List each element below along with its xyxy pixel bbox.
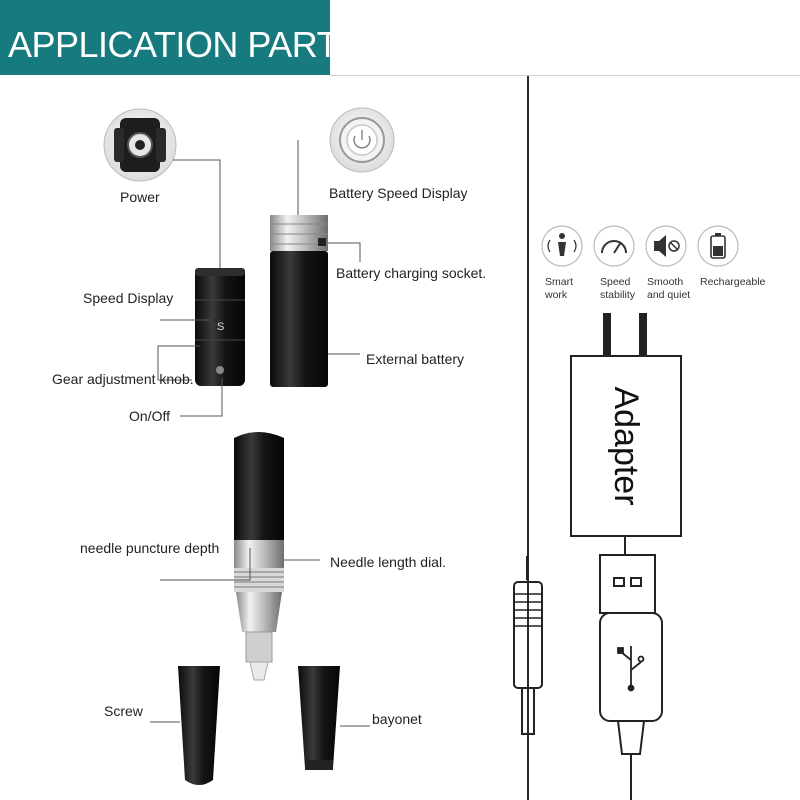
label-screw: Screw [104, 703, 143, 719]
external-battery [270, 215, 328, 387]
adapter-drawing [570, 313, 682, 556]
feature-label-smart-work: Smart work [545, 276, 574, 301]
label-battery-charging-socket: Battery charging socket. [336, 265, 487, 281]
adapter-label: Adapter [607, 386, 645, 506]
label-power: Power [120, 189, 160, 205]
battery-display-closeup [329, 107, 395, 173]
label-on-off: On/Off [129, 408, 170, 424]
label-bayonet: bayonet [372, 711, 422, 727]
label-needle-length-dial: Needle length dial. [330, 554, 446, 570]
label-needle-puncture-depth: needle puncture depth [80, 540, 220, 556]
pen-handle [195, 268, 245, 386]
person-icon [541, 225, 583, 267]
speedometer-icon [593, 225, 635, 267]
feature-label-speed-stability: Speed stability [600, 276, 636, 301]
leader-on-off [180, 378, 223, 417]
needle-cartridge [234, 432, 284, 681]
screw-cap [178, 666, 220, 785]
gear-letter-mark: S [217, 321, 225, 333]
title-banner: APPLICATION PARTS [0, 0, 362, 75]
dc-plug [513, 556, 543, 735]
leader-power [173, 159, 221, 268]
page-title: APPLICATION PARTS [8, 24, 362, 65]
header-rule [330, 75, 800, 76]
feature-label-smooth-quiet: Smooth and quiet [647, 276, 691, 301]
label-speed-display: Speed Display [83, 290, 174, 306]
leader-needle-depth [160, 548, 251, 581]
label-battery-speed-display: Battery Speed Display [329, 185, 468, 201]
vertical-divider [527, 76, 529, 800]
feature-label-rechargeable: Rechargeable [700, 276, 766, 288]
usb-plug [599, 554, 663, 800]
leader-gear-knob [157, 345, 200, 381]
battery-icon [697, 225, 739, 267]
label-gear-adjustment-knob: Gear adjustment knob. [52, 371, 194, 387]
speaker-mute-icon [645, 225, 687, 267]
label-external-battery: External battery [366, 351, 465, 367]
power-connector-closeup [103, 108, 177, 182]
bayonet-cap [298, 666, 340, 768]
leader-charging-socket [328, 242, 361, 262]
